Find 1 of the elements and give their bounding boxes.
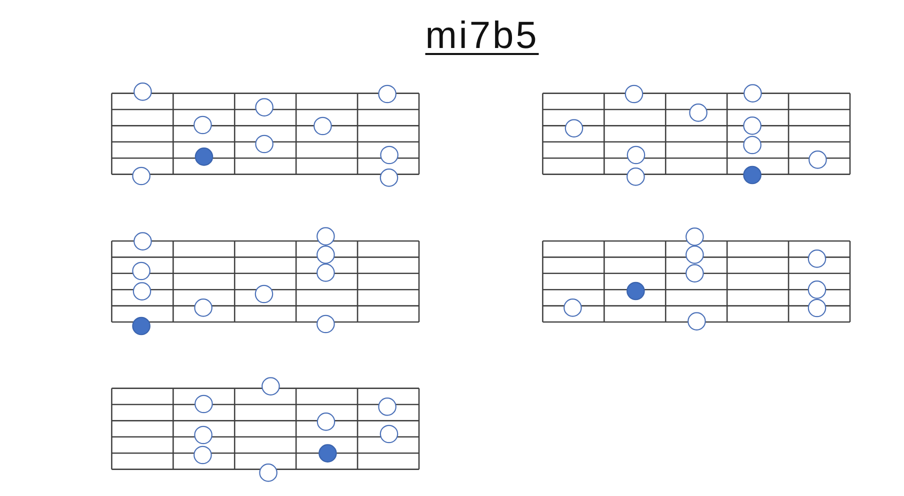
title: mi7b5 [425,14,539,58]
